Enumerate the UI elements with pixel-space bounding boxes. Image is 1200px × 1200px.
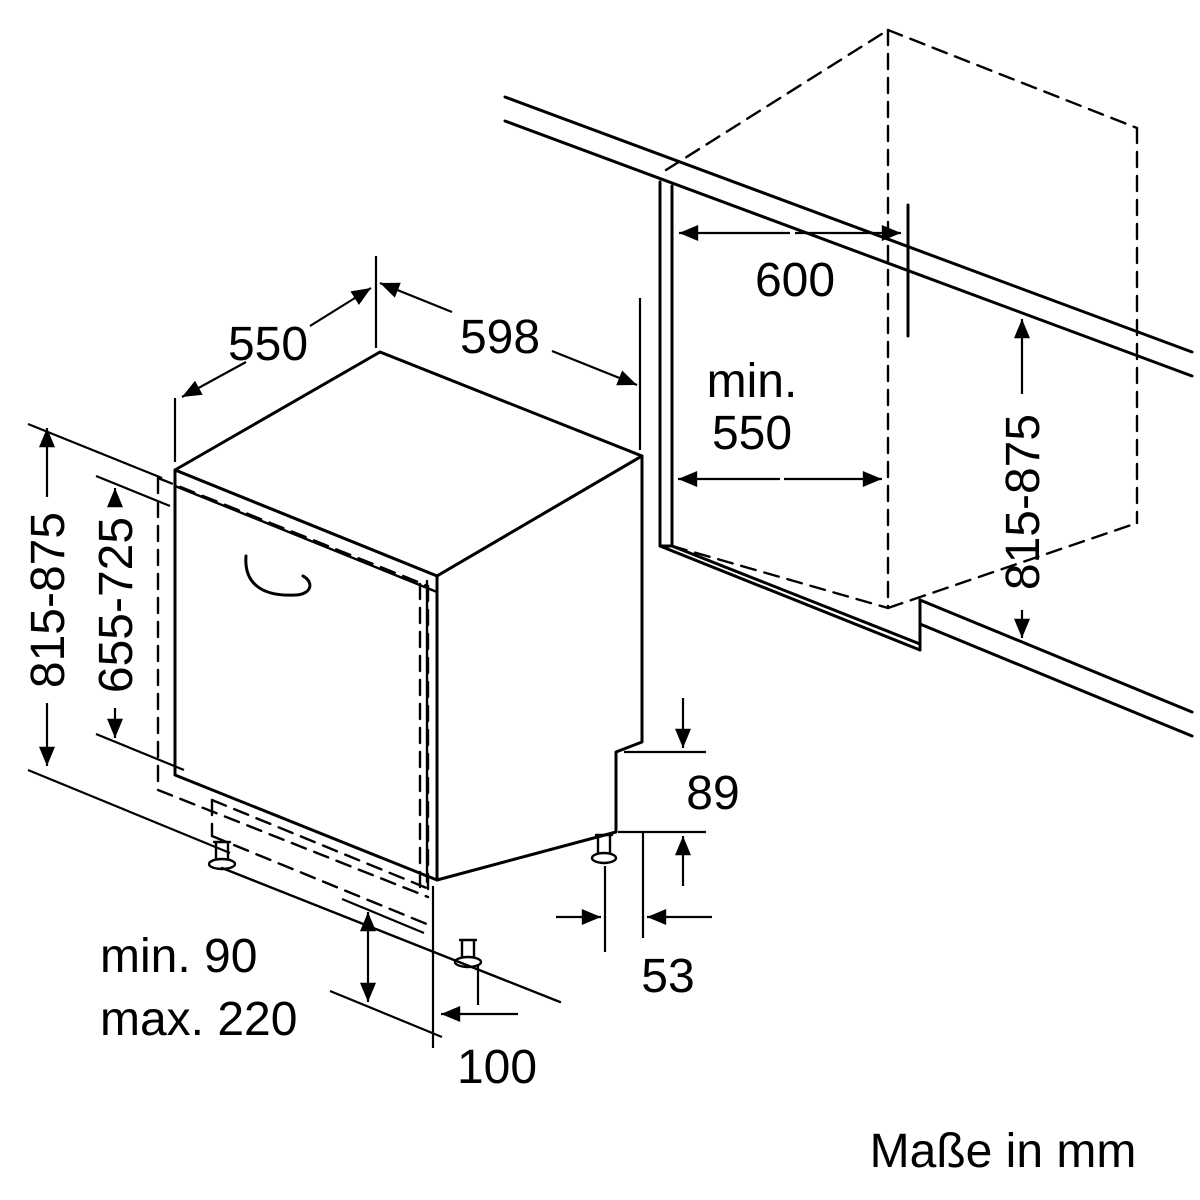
- dim-rear-foot-label: 53: [641, 950, 694, 1003]
- dim-depth-label: 550: [228, 318, 308, 371]
- furniture-door-panel-dashed: [156, 476, 430, 899]
- dim-niche-depth-min-label: min.: [707, 355, 798, 408]
- dim-niche-depth-value-label: 550: [712, 407, 792, 460]
- dim-niche-height-label: 815-875: [997, 414, 1050, 590]
- niche-outline: [503, 28, 1194, 738]
- units-caption: Maße in mm: [870, 1125, 1137, 1178]
- dim-door-height-label: 655-725: [90, 517, 143, 693]
- dim-plinth-min-label: min. 90: [100, 930, 257, 983]
- dimension-lines: [27, 225, 1030, 1048]
- plinth-dashed: [210, 798, 436, 929]
- appliance-outline: [156, 350, 644, 1004]
- dimension-labels: 550 598 815-875 655-725 min. 90 max. 220…: [22, 254, 1136, 1178]
- dim-front-foot-label: 100: [457, 1041, 537, 1094]
- dim-rear-recess-label: 89: [686, 767, 739, 820]
- dim-height-label: 815-875: [22, 512, 75, 688]
- dim-plinth-max-label: max. 220: [100, 993, 297, 1046]
- dim-niche-width-label: 600: [755, 254, 835, 307]
- dim-width-label: 598: [460, 311, 540, 364]
- door-handle: [244, 554, 312, 597]
- floor-line: [220, 866, 562, 1004]
- worktop: [503, 95, 1194, 378]
- niche-hidden-edges-dashed: [664, 28, 1139, 610]
